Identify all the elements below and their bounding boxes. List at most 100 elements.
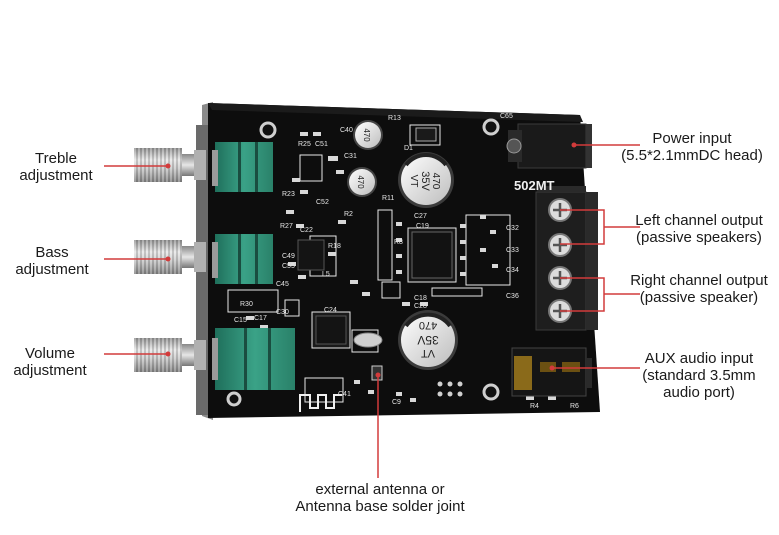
right-output-label-line2: (passive speaker) xyxy=(639,289,759,306)
bass-label-line2: adjustment xyxy=(15,261,89,278)
treble-label-line2: adjustment xyxy=(19,167,93,184)
ref-c40: C40 xyxy=(340,127,353,134)
ic-chips xyxy=(297,127,453,348)
ref-c27: C27 xyxy=(414,213,427,220)
ref-r18: R18 xyxy=(328,243,341,250)
bass-label-line1: Bass xyxy=(35,244,69,261)
ref-c19: C19 xyxy=(416,223,429,230)
cap-value-label: 470 xyxy=(430,173,441,190)
pointer-dots xyxy=(165,142,577,378)
bass-label: Bass adjustment xyxy=(10,244,94,278)
ref-r8: R8 xyxy=(394,239,403,246)
mounting-hole xyxy=(226,391,242,407)
ref-c32: C32 xyxy=(506,225,519,232)
volume-potentiometer xyxy=(212,328,295,390)
cap-value-label: 470 xyxy=(419,319,437,331)
cap-type-label: VT xyxy=(408,175,419,188)
volume-label-line2: adjustment xyxy=(13,362,87,379)
dsp-ic xyxy=(315,315,347,345)
capacitor-small-2 xyxy=(347,167,377,197)
left-output-label-line2: (passive speakers) xyxy=(636,229,762,246)
ref-c31: C31 xyxy=(344,153,357,160)
treble-knob xyxy=(134,148,206,182)
right-output-label: Right channel output (passive speaker) xyxy=(622,272,776,306)
pointer-lines xyxy=(104,144,640,478)
ref-designators: C65 R13 D1 C40 C51 R25 C31 R23 C52 R2 C2… xyxy=(234,113,579,410)
op-amp-ic xyxy=(297,239,325,271)
treble-label-line1: Treble xyxy=(35,150,77,167)
aux-label-line3: audio port) xyxy=(663,384,735,401)
treble-potentiometer xyxy=(212,142,273,192)
left-output-label-line1: Left channel output xyxy=(635,212,763,229)
ref-c33: C33 xyxy=(506,247,519,254)
ref-r6: R6 xyxy=(570,403,579,410)
ref-c51: C51 xyxy=(315,141,328,148)
aux-label-line2: (standard 3.5mm xyxy=(642,367,756,384)
power-label: Power input (5.5*2.1mmDC head) xyxy=(612,130,772,164)
pcb-board xyxy=(208,103,600,418)
terminal-screw xyxy=(548,233,572,257)
ref-d1: D1 xyxy=(404,145,413,152)
bass-knob xyxy=(134,240,206,274)
power-label-line1: Power input xyxy=(652,130,732,147)
ref-c9: C9 xyxy=(392,399,401,406)
ref-c30: C30 xyxy=(276,309,289,316)
small-cap-label: 470 xyxy=(362,128,371,142)
right-output-label-line1: Right channel output xyxy=(630,272,768,289)
aux-jack xyxy=(511,347,592,397)
ref-c41: C41 xyxy=(338,391,351,398)
ref-c34: C34 xyxy=(506,267,519,274)
ref-c45: C45 xyxy=(276,281,289,288)
left-output-label: Left channel output (passive speakers) xyxy=(628,212,770,246)
crystal xyxy=(353,332,383,348)
volume-knob xyxy=(134,338,206,372)
ref-c65: C65 xyxy=(500,113,513,120)
volume-label-line1: Volume xyxy=(24,345,76,362)
antenna-label-line2: Antenna base solder joint xyxy=(295,498,465,515)
capacitor-small-1 xyxy=(353,120,383,150)
ref-c55: C55 xyxy=(282,263,295,270)
mounting-hole xyxy=(482,383,500,401)
ref-r11: R11 xyxy=(382,195,394,202)
ref-r25: R25 xyxy=(298,141,311,148)
ref-c24: C24 xyxy=(324,307,337,314)
capacitor-large-top xyxy=(398,152,454,208)
ref-c18: C18 xyxy=(414,295,427,302)
ref-r27: R27 xyxy=(280,223,293,230)
capacitor-large-bottom xyxy=(398,310,458,370)
ref-l5: L5 xyxy=(322,271,330,278)
power-label-line2: (5.5*2.1mmDC head) xyxy=(621,147,763,164)
mounting-hole xyxy=(482,118,500,136)
treble-label: Treble adjustment xyxy=(14,150,98,184)
ref-c15: C15 xyxy=(234,317,247,324)
antenna-label-line1: external antenna or xyxy=(315,481,445,498)
ref-c36: C36 xyxy=(506,293,519,300)
cap-voltage-label: 35V xyxy=(417,333,438,347)
ref-c17: C17 xyxy=(254,315,267,322)
cap-type-label: VT xyxy=(421,347,435,359)
ref-c22: C22 xyxy=(300,227,313,234)
aux-label-line1: AUX audio input xyxy=(644,350,754,367)
model-label: 502MT xyxy=(514,178,555,193)
ref-r13: R13 xyxy=(388,115,401,122)
ref-r2: R2 xyxy=(344,211,353,218)
ref-c52: C52 xyxy=(316,199,329,206)
dc-power-jack xyxy=(506,123,592,169)
ref-c49: C49 xyxy=(282,253,295,260)
ref-c28: C28 xyxy=(414,303,427,310)
small-cap-label: 470 xyxy=(356,175,365,189)
smd-components xyxy=(246,132,556,402)
amplifier-ic xyxy=(411,231,453,279)
aux-label: AUX audio input (standard 3.5mm audio po… xyxy=(638,350,760,401)
antenna-label: external antenna or Antenna base solder … xyxy=(280,481,480,515)
volume-label: Volume adjustment xyxy=(6,345,94,379)
ref-r30: R30 xyxy=(240,301,253,308)
cap-voltage-label: 35V xyxy=(419,171,431,191)
mounting-hole xyxy=(259,121,277,139)
bass-potentiometer xyxy=(212,234,273,284)
ref-r4: R4 xyxy=(530,403,539,410)
diode xyxy=(415,127,437,142)
test-pad-grid xyxy=(437,381,463,397)
ref-r23: R23 xyxy=(282,191,295,198)
